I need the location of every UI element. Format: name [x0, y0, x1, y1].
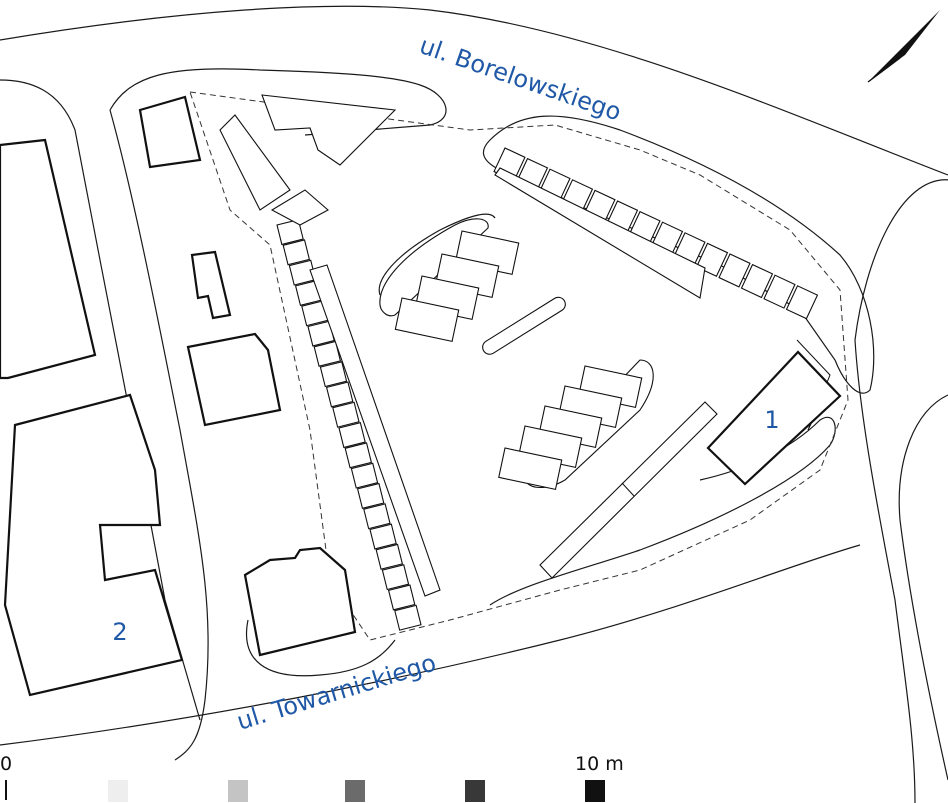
scale-swatch-2	[228, 780, 248, 802]
west-stall-11	[338, 422, 366, 449]
west-row-canopy	[309, 264, 441, 597]
building-1	[706, 350, 842, 486]
scale-swatch-3	[345, 780, 365, 802]
divider-strip	[482, 296, 566, 355]
scale-start-label: 0	[0, 753, 12, 775]
island-sw	[246, 619, 396, 677]
island-west-parking	[378, 213, 496, 296]
building-block-west	[0, 95, 357, 697]
scale-bar: 0 10 m	[0, 753, 624, 802]
north-wedge	[219, 94, 397, 211]
building-2-label: 2	[112, 618, 127, 646]
cluster-north-bay-4	[394, 297, 460, 343]
road-edge-loop-west	[109, 109, 209, 761]
west-stall-14	[356, 482, 385, 509]
street-label-towarnickiego: ul. Towarnickiego	[234, 649, 440, 736]
north-arrow-head	[868, 10, 940, 82]
west-stall-17	[375, 543, 404, 570]
building-sw	[243, 546, 357, 657]
scale-swatches	[108, 780, 605, 802]
west-stall-8	[319, 361, 348, 388]
parking-cluster-south	[498, 359, 654, 491]
diagonal-shelter-joint	[621, 482, 635, 497]
wedge-building-1	[219, 114, 291, 211]
west-stall-7	[313, 340, 342, 367]
west-stall-2	[282, 239, 311, 266]
parking-cluster-north	[379, 218, 520, 343]
scale-swatch-5	[585, 780, 605, 802]
scale-swatch-1	[108, 780, 128, 802]
ne-stall-13	[763, 274, 796, 309]
west-stall-15	[363, 503, 391, 530]
north-arrow-tail	[867, 57, 901, 83]
west-stall-19	[387, 584, 416, 611]
north-arrow-icon	[867, 10, 940, 83]
west-stall-10	[332, 401, 360, 428]
west-stall-12	[344, 442, 373, 469]
ne-stall-11	[718, 253, 751, 288]
west-stall-13	[350, 462, 379, 489]
west-stall-20	[394, 604, 422, 631]
building-small-w	[190, 250, 232, 320]
scale-end-label: 10 m	[575, 753, 624, 775]
road-edge-east-2	[898, 394, 948, 781]
road-edge-loop-north	[109, 68, 447, 136]
parking-row-northeast	[493, 147, 819, 320]
ne-row-canopy	[494, 167, 706, 299]
wedge-building-2	[261, 94, 397, 166]
building-west-upper	[0, 138, 97, 380]
street-label-borelowskiego: ul. Borelowskiego	[416, 31, 625, 126]
ne-stall-14	[785, 285, 819, 320]
road-edge-west-inner	[0, 79, 201, 721]
road-edge-south	[0, 544, 861, 746]
road-edge-north-outer	[0, 5, 948, 176]
ne-stall-12	[740, 263, 774, 299]
west-stall-16	[369, 523, 397, 550]
west-stall-9	[325, 381, 354, 408]
scale-swatch-4	[465, 780, 485, 802]
parking-row-west	[270, 189, 441, 631]
cluster-south-bay-5	[498, 447, 563, 491]
west-stall-1	[276, 219, 304, 246]
building-2	[3, 393, 184, 697]
west-row-entry	[270, 189, 329, 226]
building-medium-w	[186, 332, 282, 427]
building-1-label: 1	[764, 406, 779, 434]
road-edge-east	[854, 179, 948, 803]
building-small-nw	[138, 95, 202, 169]
west-stall-18	[381, 564, 410, 591]
